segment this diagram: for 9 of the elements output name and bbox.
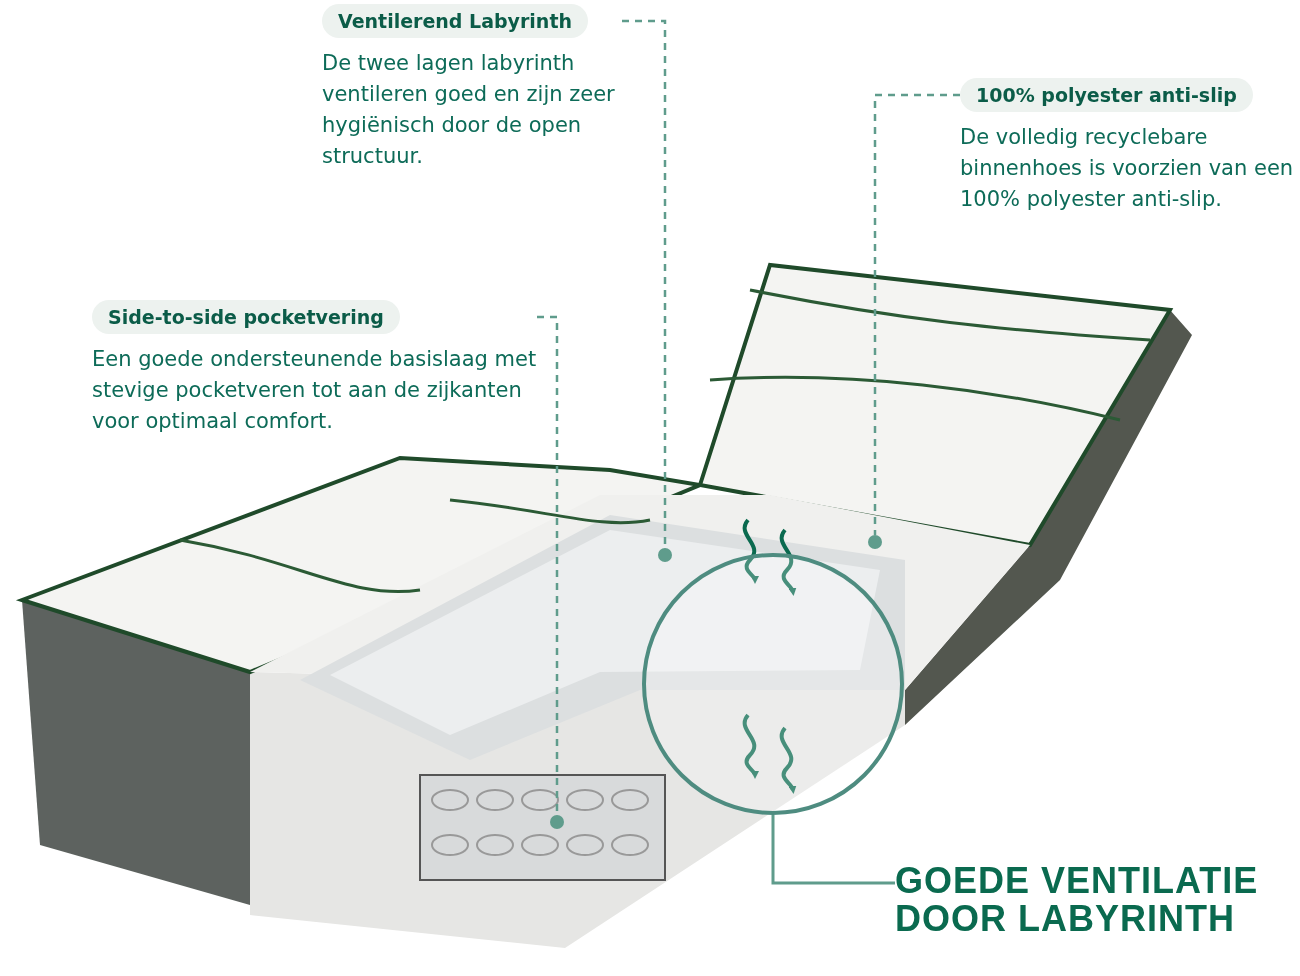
- callout-text: De volledig recyclebare binnenhoes is voorzien van een 100% polyester anti-slip.: [960, 124, 1295, 213]
- callout-heading: Ventilerend Labyrinth: [322, 4, 588, 38]
- callout-text: De twee lagen labyrinth ventileren goed en zijn zeer hygiënisch door de open structuur.: [322, 50, 616, 170]
- callout-heading: 100% polyester anti-slip: [960, 78, 1253, 112]
- leader-line: [771, 815, 895, 885]
- callout-heading: Side-to-side pocketvering: [92, 300, 400, 334]
- leader-line: [873, 93, 960, 535]
- headline-text: GOEDE VENTILATIE DOOR LABYRINTH: [895, 862, 1295, 938]
- callout-text: Een goede ondersteunende basislaag met stevige pocketveren tot aan de zijkanten voor optimaal comfort.: [92, 346, 537, 435]
